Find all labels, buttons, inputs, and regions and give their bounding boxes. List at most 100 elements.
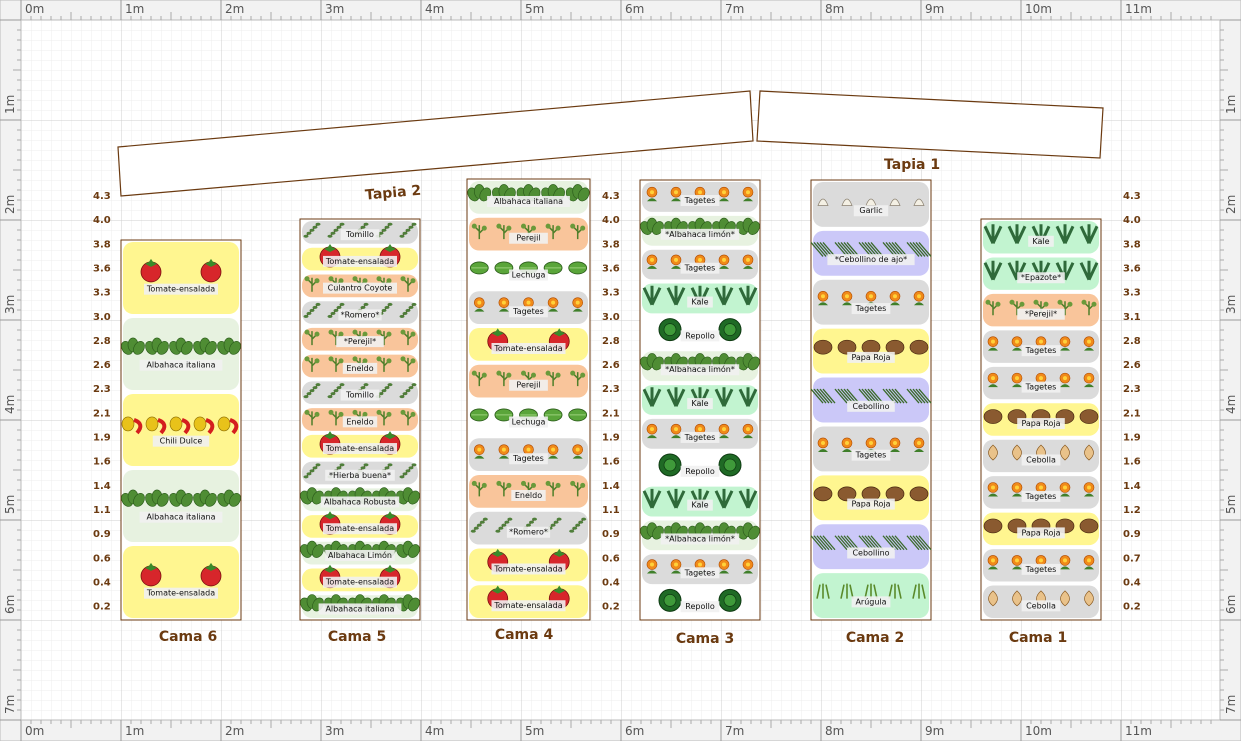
plant-potato[interactable]: Papa Roja xyxy=(983,512,1099,546)
plant-chive[interactable]: Cebollino xyxy=(810,524,932,570)
plant-label: *Epazote* xyxy=(1021,273,1061,282)
ruler-label-bottom: 3m xyxy=(325,724,344,738)
plant-tagetes[interactable]: Tagetes xyxy=(469,291,588,324)
scale-value: 3.0 xyxy=(602,312,620,323)
plant-chive[interactable]: Cebollino xyxy=(810,377,932,423)
plant-label: *Romero* xyxy=(509,528,548,537)
plant-herb[interactable]: Culantro Coyote xyxy=(302,274,418,298)
bed-title: Cama 1 xyxy=(1009,630,1067,646)
plant-tomato[interactable]: Tomate-ensalada xyxy=(302,243,418,271)
scale-value: 0.4 xyxy=(602,577,620,588)
plant-tomato[interactable]: Tomate-ensalada xyxy=(123,242,239,314)
plant-label: Tagetes xyxy=(855,451,887,460)
plant-thyme[interactable]: Tomillo xyxy=(302,221,418,244)
plant-basil[interactable]: Albahaca italiana xyxy=(119,470,243,542)
plant-tagetes[interactable]: Tagetes xyxy=(642,249,758,280)
plant-basil[interactable]: *Albahaca limón* xyxy=(638,215,762,246)
plant-tagetes[interactable]: Tagetes xyxy=(813,279,929,325)
plant-thyme[interactable]: *Romero* xyxy=(302,301,418,324)
plant-herb[interactable]: *Perejil* xyxy=(983,293,1099,327)
scale-value: 4.0 xyxy=(93,215,111,226)
scale-value: 2.1 xyxy=(602,408,620,419)
plant-tagetes[interactable]: Tagetes xyxy=(983,549,1099,582)
plant-herb[interactable]: *Perejil* xyxy=(302,327,418,351)
plant-label: Papa Roja xyxy=(1021,528,1060,537)
plant-tagetes[interactable]: Tagetes xyxy=(642,554,758,585)
garden-bed-cama-1[interactable]: Kale*Epazote**Perejil*TagetesTagetesPapa… xyxy=(980,218,1102,646)
plant-potato[interactable]: Papa Roja xyxy=(983,403,1099,436)
plant-potato[interactable]: Papa Roja xyxy=(813,475,929,521)
plant-tagetes[interactable]: Tagetes xyxy=(469,438,588,471)
plant-onion[interactable]: Cebolla xyxy=(983,585,1099,618)
plant-tagetes[interactable]: Tagetes xyxy=(983,476,1099,509)
plant-kale[interactable]: *Epazote* xyxy=(983,257,1099,290)
plant-herb[interactable]: Perejil xyxy=(469,364,588,398)
plant-tomato[interactable]: Tomate-ensalada xyxy=(123,546,239,618)
ruler-label-bottom: 2m xyxy=(225,724,244,738)
plant-basil[interactable]: Albahaca Robusta xyxy=(298,487,422,512)
plant-kale[interactable]: Kale xyxy=(642,283,758,314)
plant-onion[interactable]: Cebolla xyxy=(983,439,1099,473)
scale-value: 2.1 xyxy=(93,408,111,419)
plant-herb[interactable]: Eneldo xyxy=(469,475,588,508)
plant-arugula[interactable]: Arúgula xyxy=(813,573,929,618)
plant-chili[interactable]: Chili Dulce xyxy=(121,394,239,466)
plant-thyme[interactable]: Tomillo xyxy=(302,381,418,405)
plant-tomato[interactable]: Tomate-ensalada xyxy=(469,548,588,582)
plant-thyme[interactable]: *Hierba buena* xyxy=(302,461,418,485)
plant-potato[interactable]: Papa Roja xyxy=(813,328,929,374)
plant-tagetes[interactable]: Tagetes xyxy=(813,426,929,472)
plant-cabbage[interactable]: Repollo xyxy=(642,452,758,483)
plant-tomato[interactable]: Tomate-ensalada xyxy=(302,431,418,458)
plant-basil[interactable]: Albahaca Limón xyxy=(298,540,422,565)
plant-herb[interactable]: Eneldo xyxy=(302,354,418,378)
plant-basil[interactable]: Albahaca italiana xyxy=(119,318,243,390)
plant-label: Tagetes xyxy=(684,433,716,442)
plant-cabbage[interactable]: Repollo xyxy=(642,317,758,348)
plant-kale[interactable]: Kale xyxy=(642,385,758,415)
garden-bed-cama-3[interactable]: Tagetes*Albahaca limón*TagetesKaleRepoll… xyxy=(638,179,762,647)
plant-basil[interactable]: *Albahaca limón* xyxy=(638,520,762,551)
plant-kale[interactable]: Kale xyxy=(642,486,758,517)
plant-tomato[interactable]: Tomate-ensalada xyxy=(302,564,418,592)
plant-tagetes[interactable]: Tagetes xyxy=(642,182,758,212)
scale-value: 0.6 xyxy=(93,553,111,564)
plant-thyme[interactable]: *Romero* xyxy=(469,511,588,545)
scale-value: 3.3 xyxy=(602,288,620,299)
plant-garlic[interactable]: Garlic xyxy=(813,182,929,227)
wall-tapia-2[interactable]: Tapia 2 xyxy=(117,90,754,204)
plant-herb[interactable]: Perejil xyxy=(469,217,588,251)
ruler-label-bottom: 11m xyxy=(1125,724,1152,738)
scale-value: 4.3 xyxy=(602,191,620,202)
bed-title: Cama 3 xyxy=(676,631,734,647)
plant-basil[interactable]: Albahaca italiana xyxy=(298,594,422,618)
plant-basil[interactable]: *Albahaca limón* xyxy=(638,351,762,382)
plant-tomato[interactable]: Tomate-ensalada xyxy=(469,328,588,361)
plant-basil[interactable]: Albahaca italiana xyxy=(465,181,591,214)
wall-tapia-1[interactable]: Tapia 1 xyxy=(756,90,1104,173)
plant-cabbage[interactable]: Repollo xyxy=(642,588,758,618)
plant-tagetes[interactable]: Tagetes xyxy=(983,366,1099,400)
plant-tomato[interactable]: Tomate-ensalada xyxy=(302,511,418,538)
plant-tagetes[interactable]: Tagetes xyxy=(642,418,758,449)
plant-label: Cebollino xyxy=(852,548,889,557)
plant-tomato[interactable]: Tomate-ensalada xyxy=(469,585,588,618)
plant-label: Lechuga xyxy=(512,270,546,279)
plant-label: Tomate-ensalada xyxy=(493,344,562,353)
garden-bed-cama-4[interactable]: Albahaca italianaPerejilLechugaTagetesTo… xyxy=(465,178,591,643)
plant-lettuce[interactable]: Lechuga xyxy=(469,254,588,288)
plant-chive[interactable]: *Cebollino de ajo* xyxy=(810,230,932,276)
plant-lettuce[interactable]: Lechuga xyxy=(469,401,588,435)
plant-tagetes[interactable]: Tagetes xyxy=(983,330,1099,363)
plant-kale[interactable]: Kale xyxy=(983,221,1099,254)
plant-label: Cebolla xyxy=(1026,601,1056,610)
plant-herb[interactable]: Eneldo xyxy=(302,408,418,431)
